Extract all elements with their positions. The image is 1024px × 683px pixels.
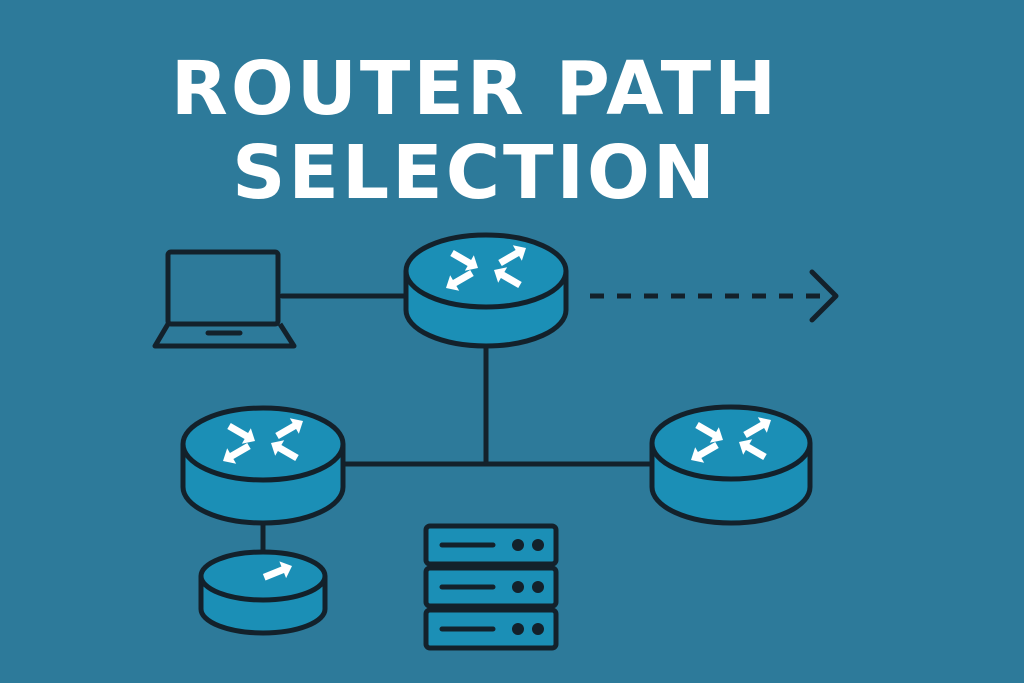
router-icon	[198, 549, 328, 636]
router-icon	[180, 405, 346, 526]
laptop-icon	[152, 249, 297, 349]
title-line-2: SELECTION	[232, 130, 718, 216]
router-icon	[649, 404, 813, 526]
server-rack-icon	[423, 523, 559, 651]
outbound-path-arrow	[590, 269, 839, 323]
title-line-1: ROUTER PATH	[170, 46, 780, 132]
router-icon	[403, 232, 569, 349]
